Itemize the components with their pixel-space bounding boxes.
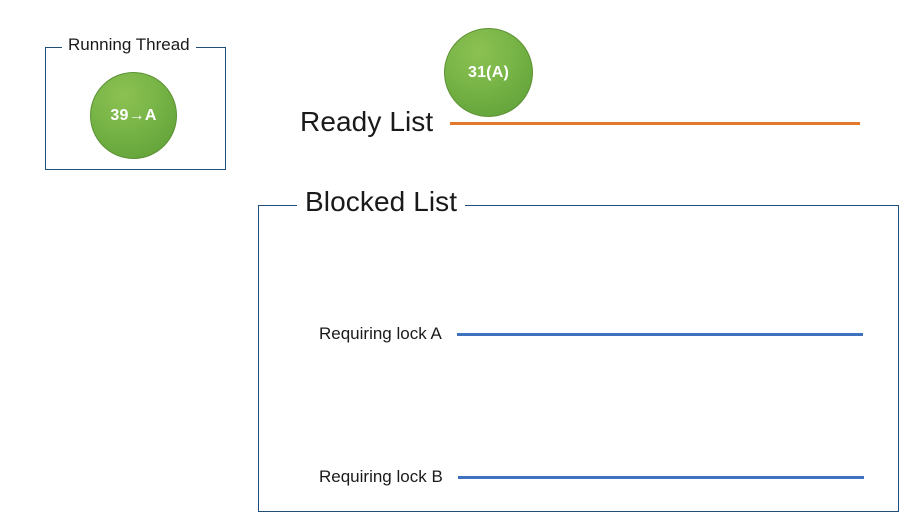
blocked-list-row-lock-a: Requiring lock A [319,325,863,342]
blocked-list-group-box [258,205,899,512]
blocked-list-title: Blocked List [297,188,466,216]
running-thread-title: Running Thread [62,36,196,53]
thread-node-running-label: 39→A [110,106,157,124]
thread-node-ready-31a-label: 31(A) [467,63,509,81]
blocked-list-row-lock-b-label: Requiring lock B [319,467,443,486]
blocked-list-row-lock-b: Requiring lock B [319,468,864,485]
ready-list-row: Ready List [300,106,861,137]
thread-node-ready-31a[interactable]: 31(A) [444,28,533,117]
ready-list-title: Ready List [300,106,434,137]
blocked-list-row-lock-a-line [456,332,863,336]
ready-list-line [450,121,861,125]
thread-node-running[interactable]: 39→A [90,72,177,159]
blocked-list-row-lock-a-label: Requiring lock A [319,324,442,343]
blocked-list-row-lock-b-line [457,475,864,479]
